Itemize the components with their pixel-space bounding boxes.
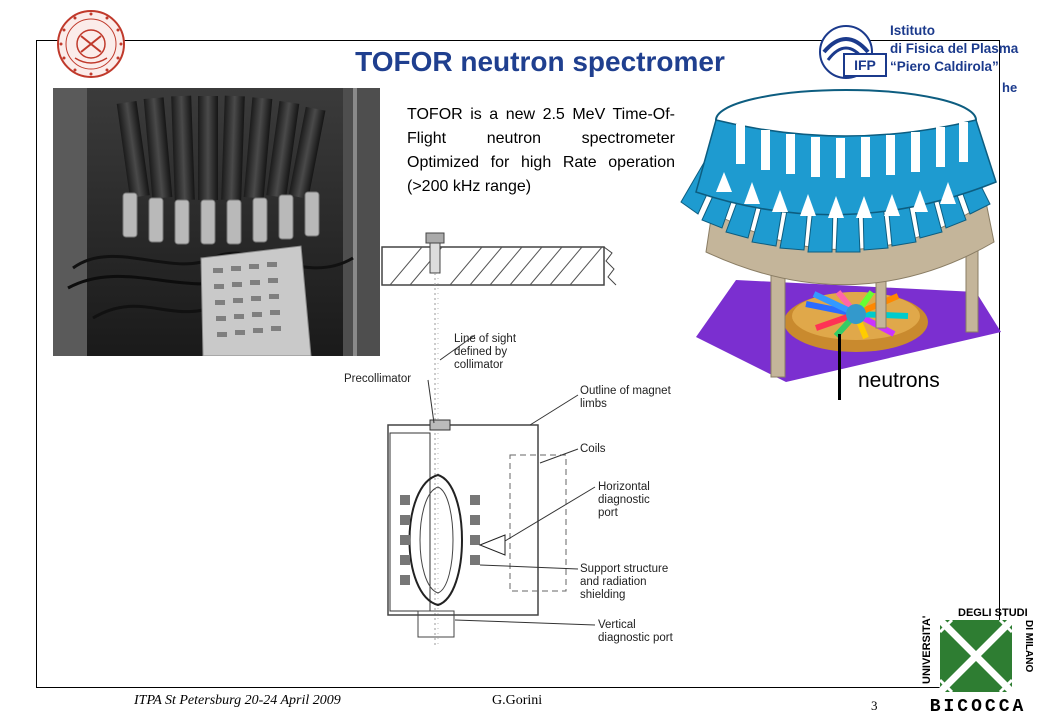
coils-label: Coils	[580, 443, 606, 455]
ifp-institute-name: Istituto di Fisica del Plasma “Piero Cal…	[890, 22, 1030, 76]
footer-event: ITPA St Petersburg 20-24 April 2009	[134, 693, 341, 708]
svg-text:DI MILANO: DI MILANO	[1023, 620, 1034, 672]
ifp-line-1: Istituto	[890, 23, 935, 38]
magnet-outline-label: Outline of magnet limbs	[580, 385, 671, 410]
slide-frame	[36, 40, 1000, 688]
neutrons-label: neutrons	[858, 369, 940, 392]
horizontal-port-label: Horizontal diagnostic port	[598, 481, 650, 519]
svg-text:BICOCCA: BICOCCA	[930, 697, 1027, 714]
svg-text:DEGLI STUDI: DEGLI STUDI	[958, 607, 1028, 619]
svg-text:UNIVERSITA': UNIVERSITA'	[922, 615, 933, 684]
ifp-logo: IFP	[819, 25, 887, 79]
footer-author: G.Gorini	[492, 693, 543, 708]
tofor-3d-render	[676, 82, 1001, 382]
ifp-truncated-text: he	[1002, 80, 1018, 95]
tofor-description: TOFOR is a new 2.5 MeV Time-Of-Flight ne…	[407, 106, 675, 195]
university-seal-logo	[57, 10, 125, 78]
neutrons-pointer-line	[838, 334, 841, 400]
support-structure-label: Support structure and radiation shieldin…	[580, 563, 669, 601]
page-number: 3	[871, 698, 878, 713]
ifp-emblem-text: IFP	[854, 57, 876, 73]
ifp-line-2: di Fisica del Plasma	[890, 41, 1019, 56]
vertical-port-label: Vertical diagnostic port	[598, 619, 673, 644]
ifp-line-3: “Piero Caldirola”	[890, 59, 999, 74]
unimib-logo: UNIVERSITA' DEGLI STUDI DI MILANO BICOCC…	[922, 607, 1034, 714]
slide-title: TOFOR neutron spectromer	[355, 46, 725, 77]
line-of-sight-diagram: Line of sight defined by collimator Prec…	[330, 225, 700, 677]
line-of-sight-label: Line of sight defined by collimator	[454, 333, 517, 371]
precollimator-label: Precollimator	[344, 373, 412, 385]
detector-photo	[53, 88, 380, 356]
